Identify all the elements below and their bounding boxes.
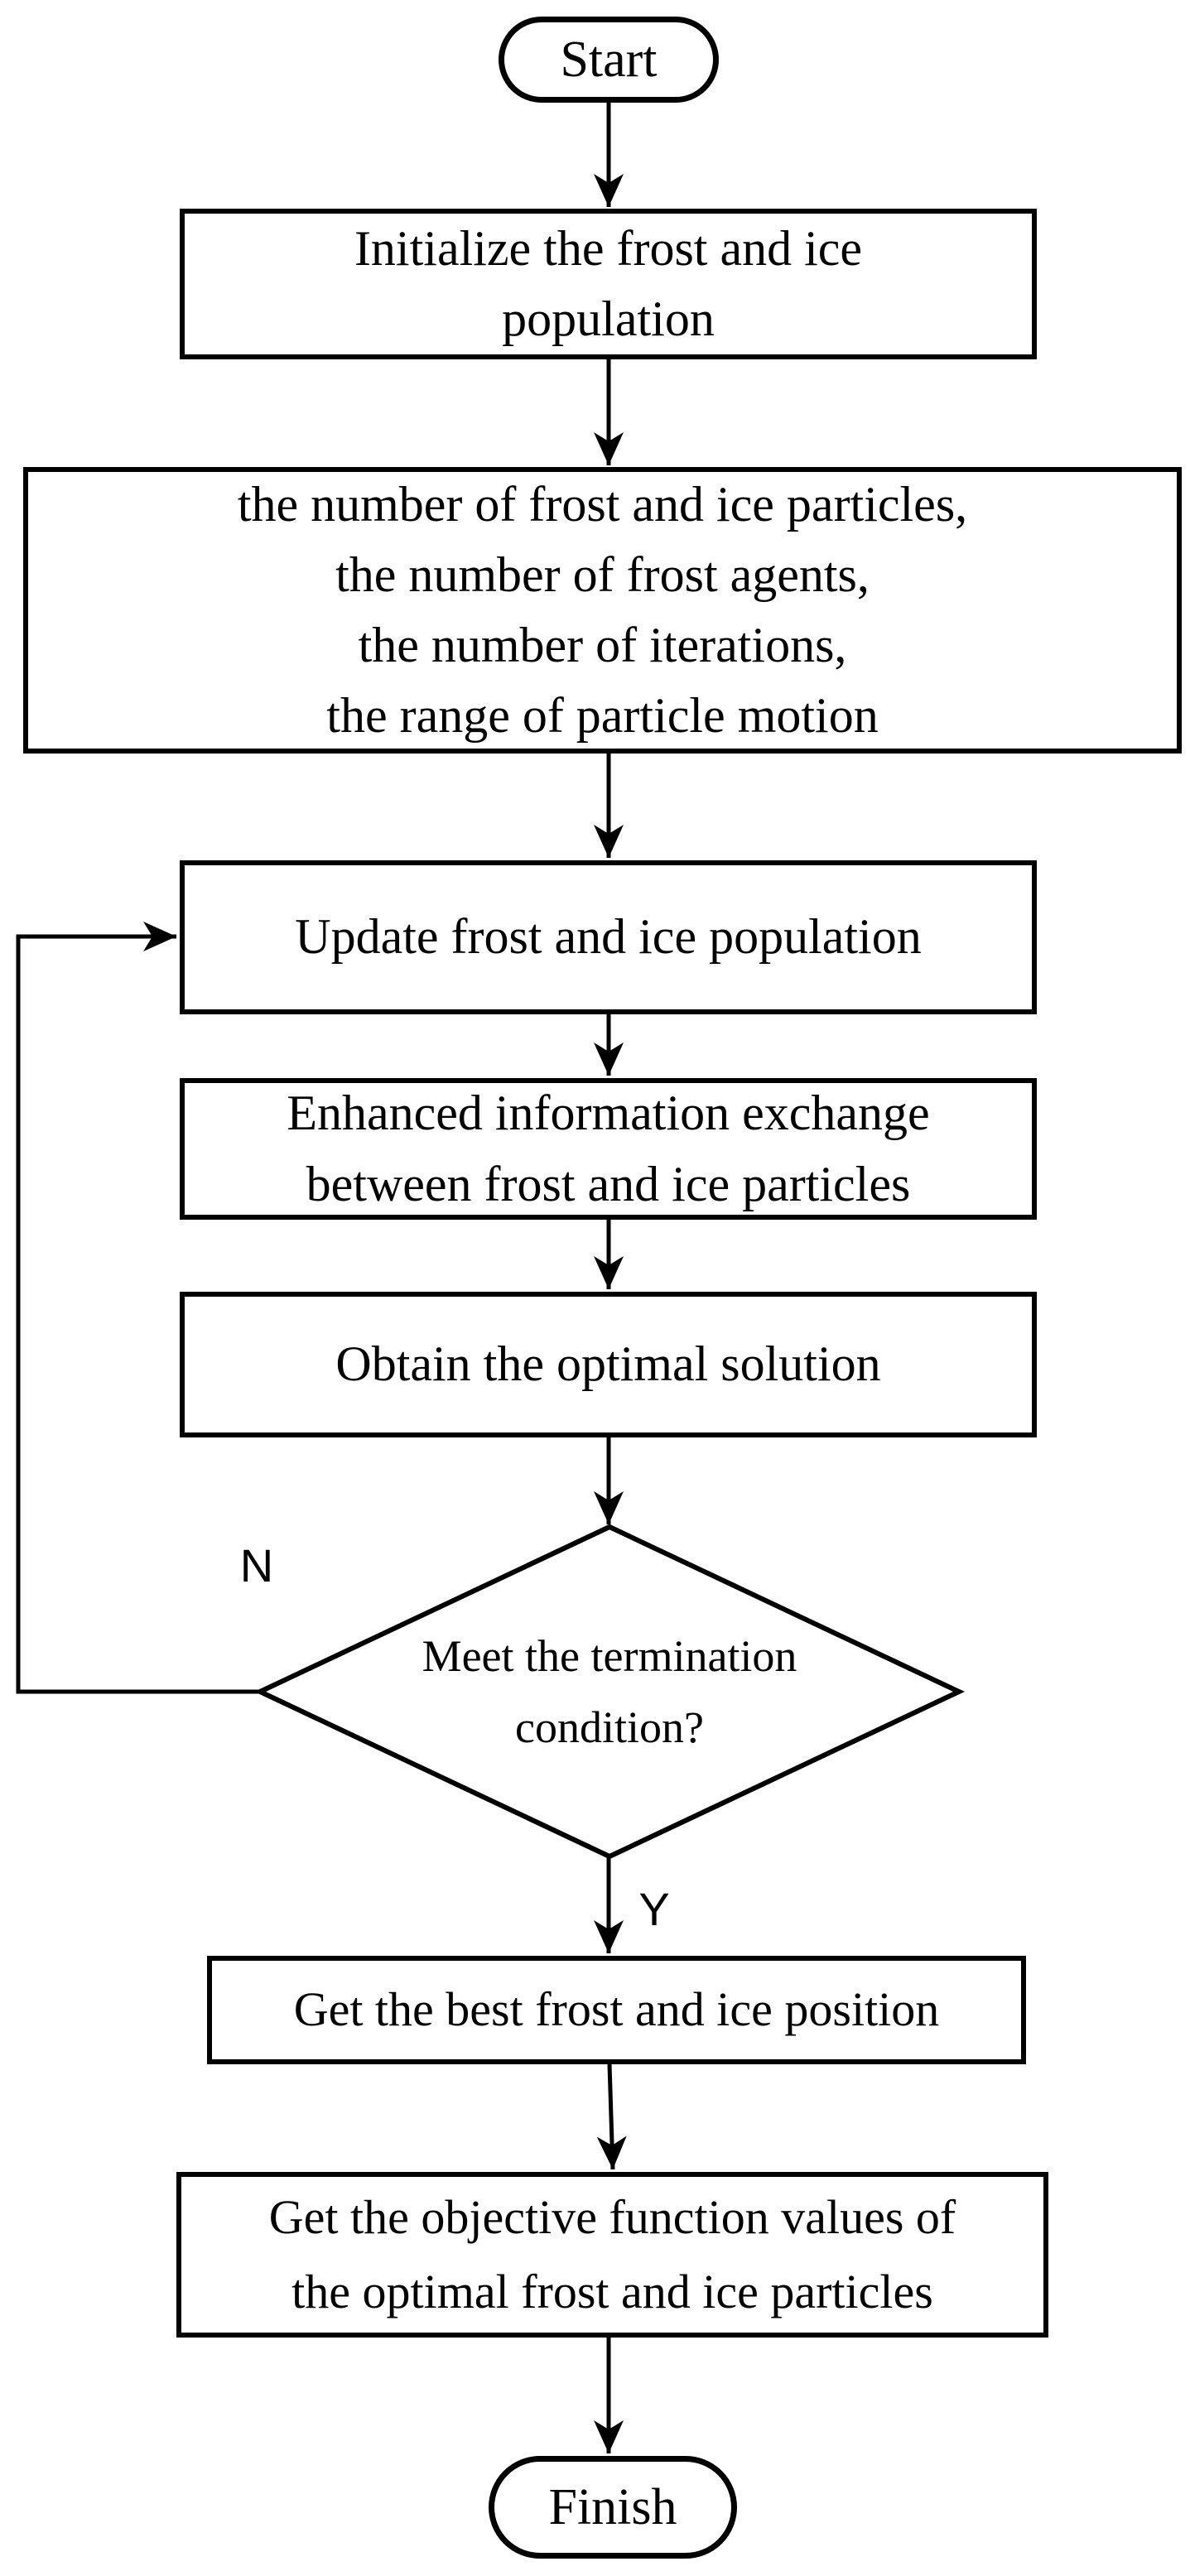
finish-node: Finish xyxy=(489,2456,737,2559)
node-line: the number of iterations, xyxy=(358,618,847,672)
node-line: population xyxy=(502,291,715,346)
optimal-solution-box: Obtain the optimal solution xyxy=(180,1292,1037,1437)
finish-label: Finish xyxy=(548,2478,677,2535)
termination-decision-label: Meet the termination condition? xyxy=(361,1590,858,1794)
node-line: Update frost and ice population xyxy=(295,909,922,965)
node-line: Get the best frost and ice position xyxy=(293,1982,940,2037)
initialize-population-box: Initialize the frost and ice population xyxy=(180,209,1037,359)
branch-label-no: N xyxy=(232,1536,282,1594)
arrow-best-position-to-objective xyxy=(596,2063,627,2170)
best-position-box: Get the best frost and ice position xyxy=(207,1956,1026,2064)
no-label: N xyxy=(239,1538,274,1591)
information-exchange-box: Enhanced information exchange between fr… xyxy=(180,1078,1037,1220)
arrow-decision-no-loop-to-update xyxy=(16,922,260,1694)
node-line: Initialize the frost and ice xyxy=(354,220,863,276)
start-node: Start xyxy=(499,17,719,103)
parameters-box: the number of frost and ice particles, t… xyxy=(23,467,1182,754)
node-line: Obtain the optimal solution xyxy=(335,1336,881,1392)
node-line: between frost and ice particles xyxy=(306,1156,911,1211)
node-line: the range of particle motion xyxy=(326,688,879,744)
node-line: condition? xyxy=(515,1702,704,1752)
node-line: the number of frost agents, xyxy=(335,546,870,602)
node-line: the number of frost and ice particles, xyxy=(237,476,968,532)
update-population-box: Update frost and ice population xyxy=(180,860,1037,1014)
start-label: Start xyxy=(560,31,658,88)
node-line: Meet the termination xyxy=(422,1630,797,1681)
yes-label: Y xyxy=(638,1882,670,1935)
objective-values-box: Get the objective function values of the… xyxy=(176,2172,1048,2338)
node-line: the optimal frost and ice particles xyxy=(291,2265,933,2318)
branch-label-yes: Y xyxy=(629,1880,679,1938)
node-line: Enhanced information exchange xyxy=(287,1086,930,1141)
node-line: Get the objective function values of xyxy=(268,2190,956,2245)
